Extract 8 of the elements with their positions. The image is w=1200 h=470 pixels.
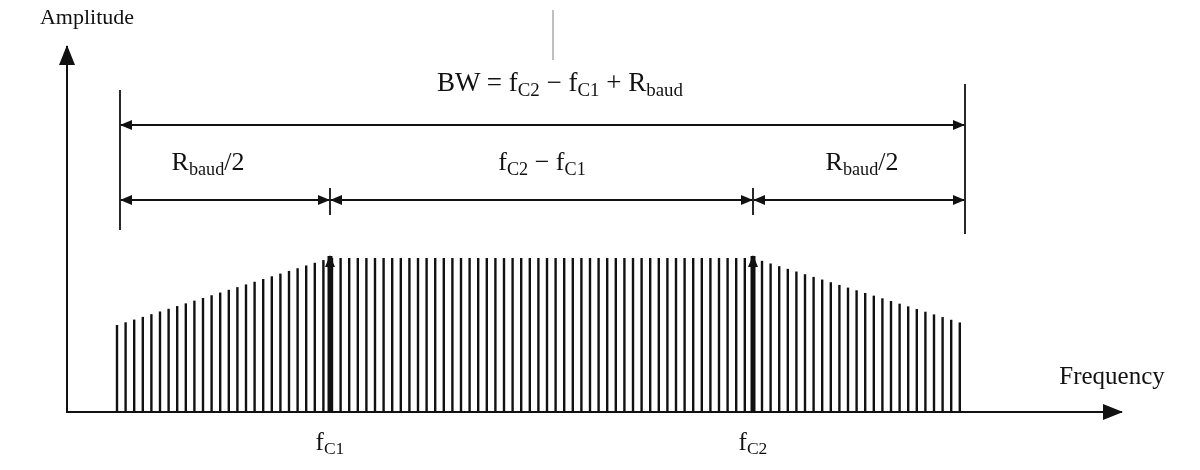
- dimension-label: R$_{baud}$/2: [171, 148, 245, 179]
- dimension-label: f$_{C2}$ − f$_{C1}$: [498, 148, 586, 179]
- axis-label: Amplitude: [39, 5, 135, 30]
- axis-label: Frequency: [1059, 362, 1165, 390]
- dimension-label: R$_{baud}$/2: [825, 148, 899, 179]
- bandwidth-formula: BW = f$_{C2}$ − f$_{C1}$ + R$_{baud}$: [437, 68, 683, 101]
- carrier-frequency-label: f$_{C1}$: [315, 428, 345, 459]
- carrier-frequency-label: f$_{C2}$: [738, 428, 768, 459]
